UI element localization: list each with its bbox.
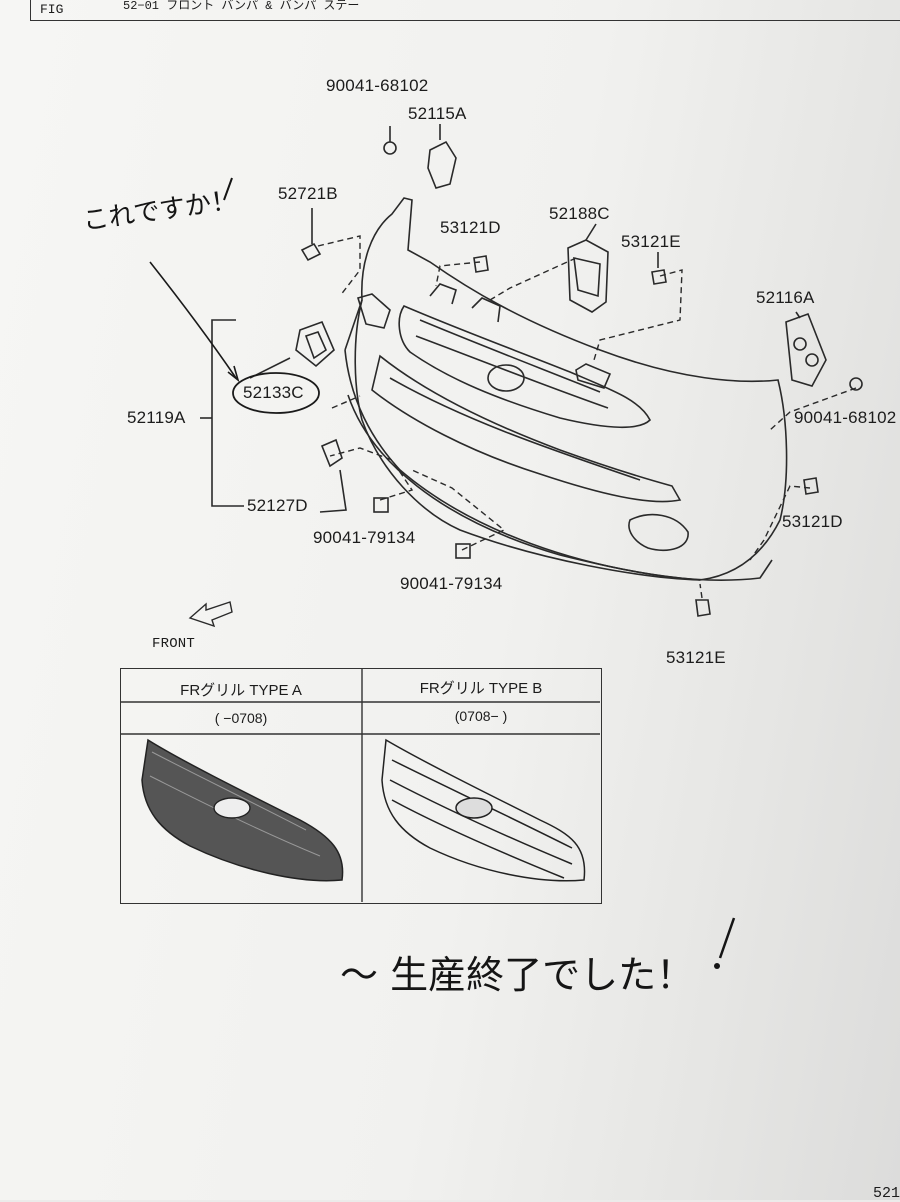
part-label-52188C: 52188C bbox=[549, 204, 610, 223]
part-label-53121E-bottom: 53121E bbox=[666, 648, 726, 667]
figure-label: FIG bbox=[40, 2, 64, 17]
part-label-90041-68102-right: 90041-68102 bbox=[794, 408, 897, 427]
part-label-52119A: 52119A bbox=[127, 408, 186, 427]
page-corner-number: 521 bbox=[872, 1185, 900, 1202]
part-label-90041-79134-b: 90041-79134 bbox=[400, 574, 503, 593]
part-label-90041-79134-a: 90041-79134 bbox=[313, 528, 416, 547]
part-label-53121D-right: 53121D bbox=[782, 512, 843, 531]
figure-title: 52−01 フロント バンパ & バンパ ステー bbox=[123, 0, 360, 13]
part-label-53121E-top: 53121E bbox=[621, 232, 681, 251]
handwritten-note: 〜 生産終了でした！ bbox=[340, 953, 695, 997]
front-label: FRONT bbox=[152, 636, 196, 652]
grille-type-a-title: FRグリル TYPE A bbox=[180, 682, 302, 699]
grille-type-b-period: (0708− ) bbox=[454, 708, 508, 724]
page-header bbox=[30, 0, 900, 21]
front-arrow-icon bbox=[188, 601, 233, 628]
part-label-53121D-top: 53121D bbox=[440, 218, 501, 237]
part-label-90041-68102-top: 90041-68102 bbox=[326, 76, 429, 95]
part-label-52133C: 52133C bbox=[243, 383, 304, 402]
grille-type-table bbox=[120, 668, 602, 904]
part-label-52116A: 52116A bbox=[756, 288, 815, 307]
part-label-52115A: 52115A bbox=[408, 104, 467, 123]
handwritten-arrow bbox=[149, 261, 237, 379]
part-label-52127D: 52127D bbox=[247, 496, 308, 515]
handwritten-circle bbox=[232, 372, 320, 414]
grille-type-a-period: ( −0708) bbox=[214, 710, 268, 726]
grille-type-a-drawing bbox=[141, 738, 344, 882]
grille-type-b-drawing bbox=[381, 738, 586, 882]
part-label-52721B: 52721B bbox=[278, 184, 338, 203]
grille-type-b-title: FRグリル TYPE B bbox=[419, 680, 543, 697]
